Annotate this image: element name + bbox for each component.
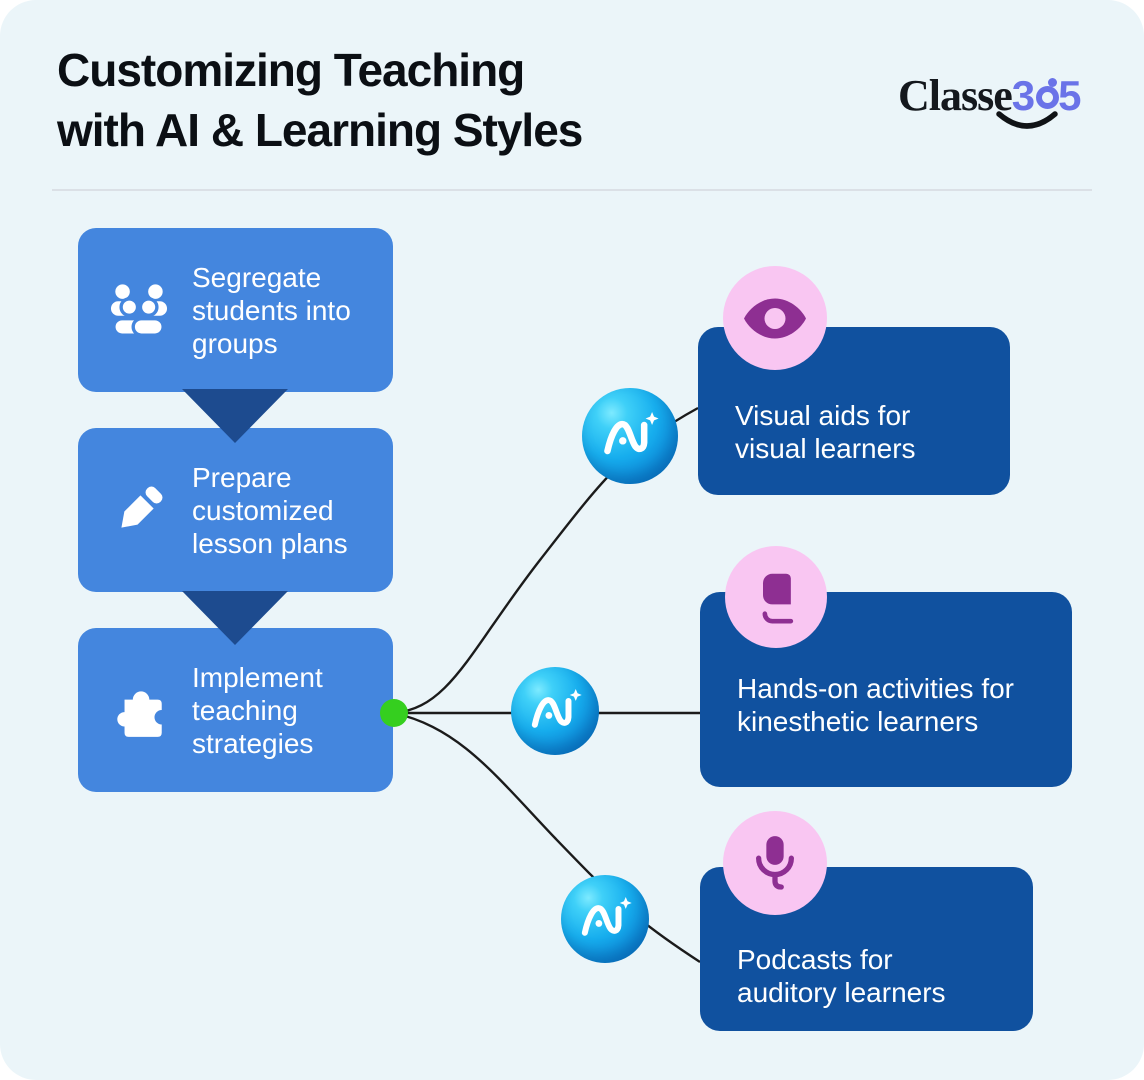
outcome-label: Visual aids for visual learners [735, 400, 916, 464]
pencil-icon [102, 481, 176, 539]
outcome-label: Podcasts for auditory learners [737, 944, 946, 1008]
page-title-line2: with AI & Learning Styles [57, 104, 583, 156]
flow-step-label: Prepare customized lesson plans [192, 461, 348, 559]
flow-step-label: Implement teaching strategies [192, 661, 323, 759]
header-divider [52, 189, 1092, 191]
logo-digit-5: 5 [1058, 72, 1081, 119]
puzzle-icon [102, 679, 176, 741]
ai-sphere-icon [511, 667, 599, 755]
down-arrow-icon [182, 389, 288, 443]
ai-sphere-icon [582, 388, 678, 484]
connector-origin-dot [380, 699, 408, 727]
outcome-label: Hands-on activities for kinesthetic lear… [737, 673, 1015, 737]
page-title: Customizing Teaching with AI & Learning … [57, 40, 583, 160]
classe365-logo: Classe 3 5 [898, 70, 1082, 121]
flow-step-label: Segregate students into groups [192, 261, 351, 359]
kinesthetic-badge [725, 546, 827, 648]
microphone-icon [756, 836, 794, 890]
flow-step-prepare: Prepare customized lesson plans [78, 428, 393, 592]
logo-stylized-six-icon [1034, 78, 1060, 110]
smile-arc-icon [996, 111, 1058, 129]
ai-sphere-icon [561, 875, 649, 963]
logo-digits: 3 5 [1011, 72, 1082, 120]
auditory-badge [723, 811, 827, 915]
flow-step-implement: Implement teaching strategies [78, 628, 393, 792]
visual-badge [723, 266, 827, 370]
outcome-visual: Visual aids for visual learners [698, 327, 1010, 495]
book-icon [762, 573, 794, 624]
page-title-line1: Customizing Teaching [57, 44, 525, 96]
eye-icon [744, 298, 806, 338]
group-icon [102, 281, 176, 339]
logo-digit-3: 3 [1011, 72, 1035, 119]
logo-wordmark: Classe [898, 71, 1013, 120]
down-arrow-icon [182, 591, 288, 645]
flow-step-segregate: Segregate students into groups [78, 228, 393, 392]
